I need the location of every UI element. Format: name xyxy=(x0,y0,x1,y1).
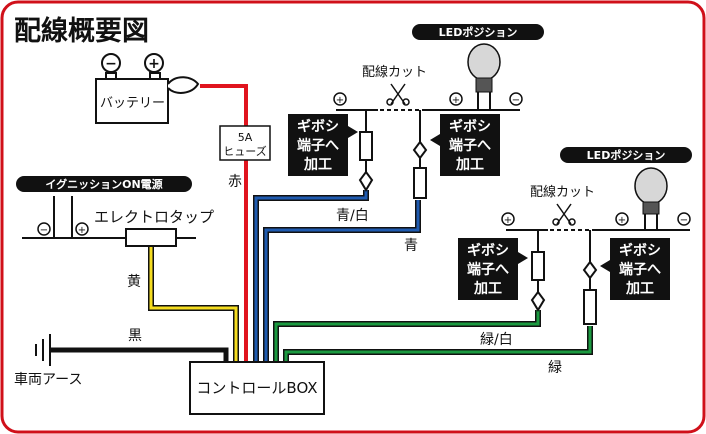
callout-c-line3: 加工 xyxy=(473,281,502,297)
yellow-wire-label: 黄 xyxy=(127,273,141,290)
ignition-minus: − xyxy=(40,225,48,236)
callout-a-line1: ギボシ xyxy=(297,118,339,135)
led-bottom-minus: − xyxy=(680,215,688,226)
bullet-terminal-female-icon xyxy=(531,251,545,281)
callout-d: ギボシ 端子へ 加工 xyxy=(600,238,670,300)
battery: バッテリー − + xyxy=(95,53,169,124)
callout-c: ギボシ 端子へ 加工 xyxy=(458,238,528,300)
callout-d-line1: ギボシ xyxy=(619,242,661,259)
bullet-terminal-male-icon xyxy=(358,170,374,192)
control-box-label: コントロールBOX xyxy=(196,379,317,397)
blue-wire xyxy=(264,200,420,362)
led-top-cut-label: 配線カット xyxy=(362,64,427,80)
ignition-label: イグニッションON電源 xyxy=(45,177,162,191)
callout-d-line2: 端子へ xyxy=(619,261,661,278)
led-bottom-plus-left: + xyxy=(504,215,512,226)
blue-wire-label: 青 xyxy=(404,238,418,254)
callout-a: ギボシ 端子へ 加工 xyxy=(288,114,358,176)
led-top-plus-left: + xyxy=(336,95,344,106)
black-wire-label: 黒 xyxy=(128,328,142,344)
blue-white-wire-label: 青/白 xyxy=(336,208,369,224)
bullet-terminal-female-icon xyxy=(583,289,597,325)
green-white-wire xyxy=(274,310,540,362)
callout-a-line3: 加工 xyxy=(303,157,332,173)
led-position-top: LEDポジション + + − 配線カット xyxy=(333,24,544,199)
fuse-label: ヒューズ xyxy=(223,144,266,158)
green-wire xyxy=(284,326,592,362)
scissors-icon xyxy=(552,203,576,226)
ground-symbol: 車両アース xyxy=(14,334,82,388)
callout-b-line1: ギボシ xyxy=(449,118,491,135)
battery-label: バッテリー xyxy=(100,96,165,111)
green-white-wire-label: 緑/白 xyxy=(480,332,513,348)
scissors-icon xyxy=(386,83,410,106)
control-box: コントロールBOX xyxy=(189,361,325,415)
callout-a-line2: 端子へ xyxy=(297,137,339,154)
led-bottom-cut-label: 配線カット xyxy=(530,184,595,200)
ignition-source: イグニッションON電源 − + xyxy=(16,176,192,239)
led-top-minus: − xyxy=(512,95,520,106)
led-top-label: LEDポジション xyxy=(439,25,518,39)
fuse-rating: 5A xyxy=(238,131,253,144)
led-position-bottom: LEDポジション + + − 配線カット xyxy=(501,147,692,325)
led-bottom-label: LEDポジション xyxy=(587,148,666,162)
bullet-terminal-female-icon xyxy=(359,131,373,161)
tap-label: エレクトロタップ xyxy=(94,208,214,226)
red-wire-label: 赤 xyxy=(228,174,242,190)
callout-d-line3: 加工 xyxy=(625,281,654,297)
battery-clamp-icon xyxy=(167,76,200,94)
green-wire-label: 緑 xyxy=(548,360,562,376)
led-bottom-plus-right: + xyxy=(618,215,626,226)
red-wire xyxy=(200,84,248,362)
yellow-wire xyxy=(149,246,238,362)
bullet-terminal-female-icon xyxy=(413,167,427,199)
ground-label: 車両アース xyxy=(14,371,82,388)
callout-b: ギボシ 端子へ 加工 xyxy=(430,114,500,176)
callout-c-line1: ギボシ xyxy=(467,242,509,259)
led-bulb-icon xyxy=(467,43,501,81)
callout-b-line2: 端子へ xyxy=(449,137,491,154)
ignition-plus: + xyxy=(78,225,86,236)
led-top-plus-right: + xyxy=(452,95,460,106)
battery-minus: − xyxy=(105,56,117,72)
led-bulb-icon xyxy=(634,167,668,205)
callout-c-line2: 端子へ xyxy=(467,261,509,278)
diagram-title: 配線概要図 xyxy=(14,15,149,47)
fuse: 5A ヒューズ xyxy=(219,125,271,161)
blue-white-wire xyxy=(254,190,368,362)
bullet-terminal-male-icon xyxy=(530,290,546,312)
black-wire xyxy=(50,347,229,362)
callout-b-line3: 加工 xyxy=(455,157,484,173)
battery-plus: + xyxy=(148,56,160,72)
electro-tap: エレクトロタップ xyxy=(94,208,214,247)
